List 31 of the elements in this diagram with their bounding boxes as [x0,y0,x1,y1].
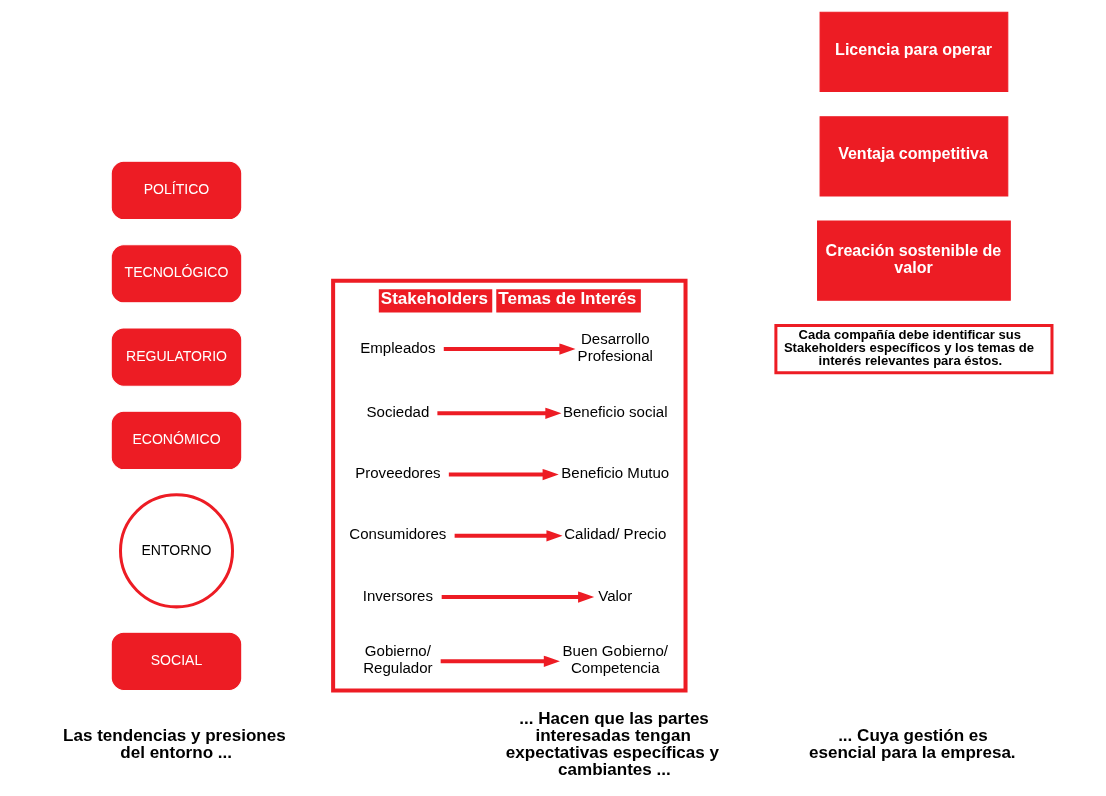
node-box: SOCIAL [110,631,242,691]
node-text: Consumidores [348,525,446,543]
node-text: Beneficio social [562,402,668,420]
label: ... Hacen que las partes interesadas tengan expectativas específicas y cambiantes ... [505,709,719,780]
label: Las tendencias y presiones del entorno ... [62,726,286,763]
node-text: Sociedad [366,402,429,420]
node-text: Desarrollo Profesional [577,330,653,365]
label: ... Cuya gestión es esencial para la empresa. [808,726,1016,763]
node-box: ECONÓMICO [110,410,242,471]
node-box: Creación sostenible de valor [816,220,1011,301]
node-text: Beneficio Mutuo [560,464,669,482]
node-text: Gobierno/ Regulador [362,642,433,677]
node-text: Inversores [362,586,433,604]
node-box: Licencia para operar [819,11,1008,93]
node-box: Ventaja competitiva [819,116,1008,197]
arrow [436,407,561,419]
arrow [440,655,560,667]
node-text: Empleados [359,338,436,356]
arrow [443,343,575,355]
arrow [441,591,594,603]
node-text: Calidad/ Precio [563,525,666,543]
arrow [448,468,559,481]
node-text: Valor [597,586,632,604]
node-text: Proveedores [354,464,441,482]
node-box: Cada compañía debe identificar sus Stakeholders específicos y los temas de interés relevantes para éstos. [773,323,1053,375]
node-circle: ENTORNO [118,493,234,609]
arrow [454,530,563,542]
node-box: POLÍTICO [110,160,242,221]
node-box: TECNOLÓGICO [110,244,242,304]
node-text: Buen Gobierno/ Competencia [562,642,668,677]
node-box: REGULATORIO [110,327,242,387]
